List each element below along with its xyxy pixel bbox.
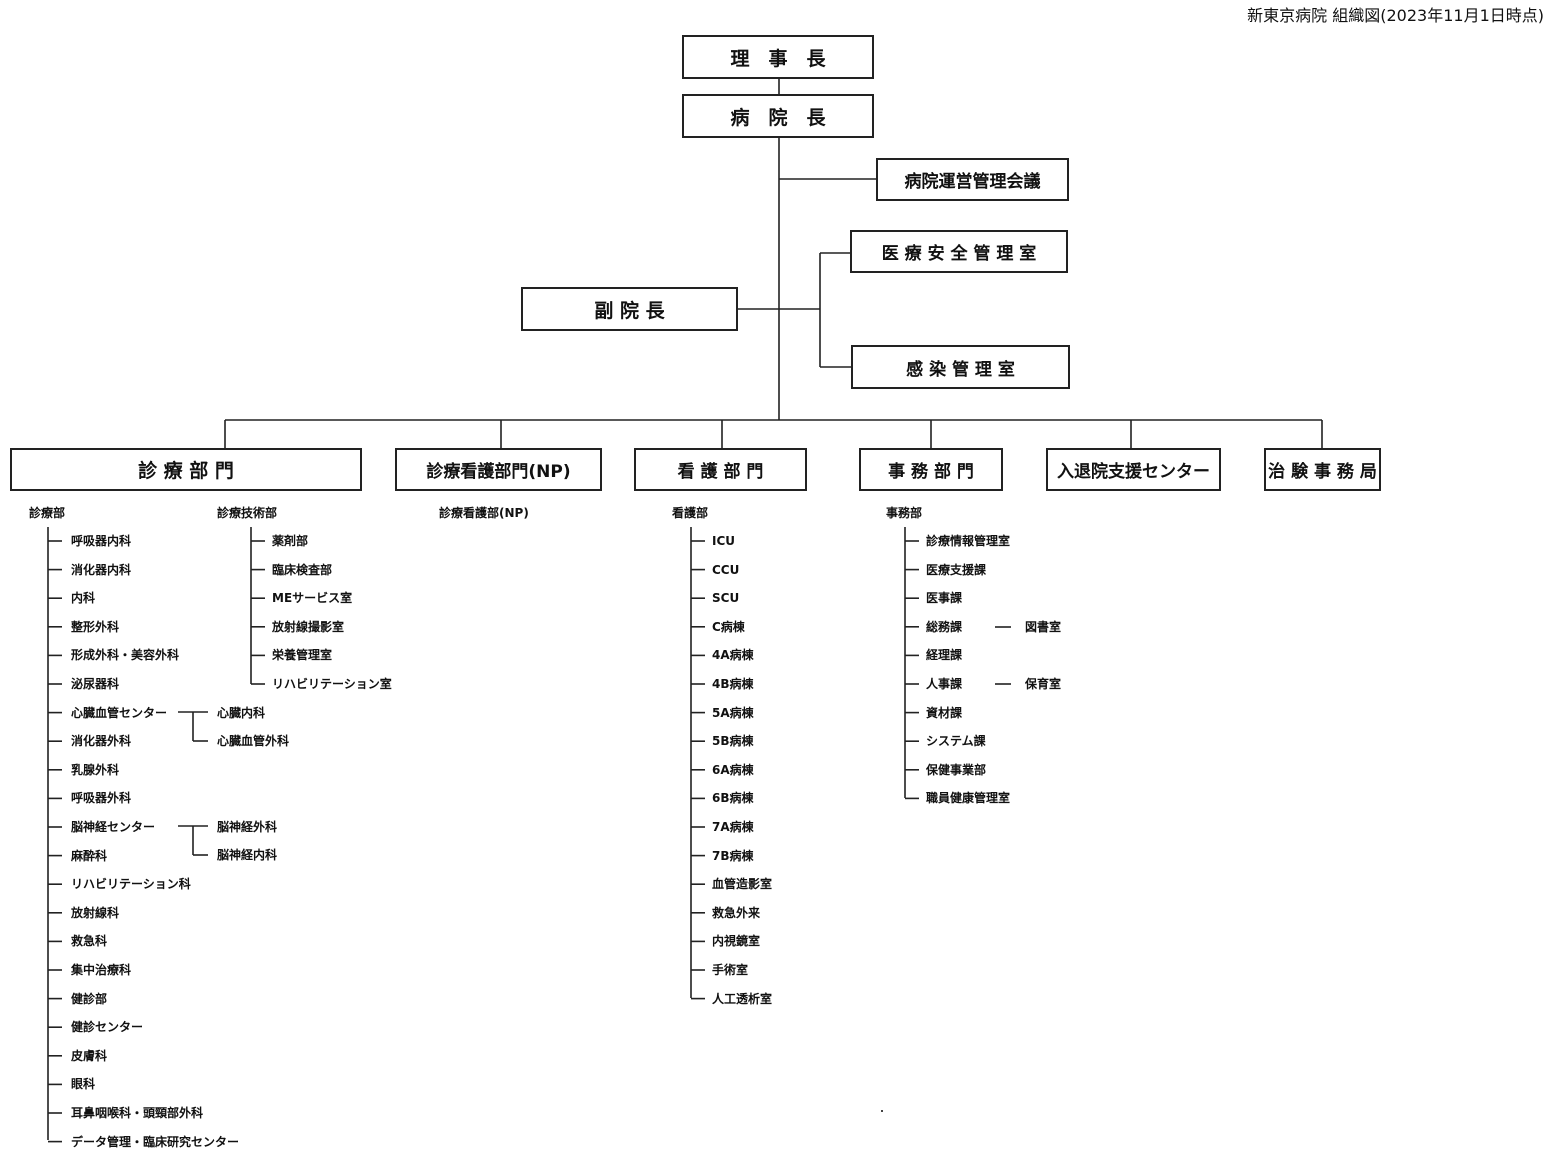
nursing-division-label: 看 護 部 門	[677, 462, 764, 482]
infection-label: 感 染 管 理 室	[906, 359, 1015, 380]
trial-office-box: 治 験 事 務 局	[1264, 448, 1381, 491]
list-item: 整形外科	[71, 619, 120, 634]
list-item: システム課	[926, 734, 986, 749]
list-item: 眼科	[71, 1077, 96, 1092]
stray-dot	[881, 1110, 883, 1112]
list-item: 7B病棟	[712, 848, 754, 863]
np-division-box: 診療看護部門(NP)	[395, 448, 602, 491]
heart-sub-item: 心臓内科	[217, 706, 266, 720]
np-heading: 診療看護部(NP)	[439, 506, 529, 520]
jimu-heading: 事務部	[886, 506, 923, 520]
list-item: データ管理・臨床研究センター	[71, 1134, 240, 1149]
list-item: 形成外科・美容外科	[71, 648, 180, 663]
safety-label: 医 療 安 全 管 理 室	[881, 244, 1037, 264]
trial-office-label: 治 験 事 務 局	[1268, 462, 1377, 482]
clinical-division-label: 診 療 部 門	[138, 460, 234, 482]
chairman-box: 理 事 長	[682, 35, 874, 79]
list-item: ICU	[712, 534, 736, 548]
list-item: 泌尿器科	[71, 677, 120, 691]
list-item: 7A病棟	[712, 820, 754, 834]
vice-director-label: 副 院 長	[594, 299, 665, 322]
list-item: 職員健康管理室	[926, 791, 1011, 806]
admission-center-box: 入退院支援センター	[1046, 448, 1221, 491]
list-item: 臨床検査部	[272, 562, 333, 577]
list-item: C病棟	[712, 619, 745, 634]
list-item: 健診部	[71, 991, 108, 1006]
list-item: 5A病棟	[712, 705, 754, 720]
list-item: 経理課	[926, 648, 963, 663]
chart-caption: 新東京病院 組織図(2023年11月1日時点)	[1247, 6, 1544, 25]
list-item: 資材課	[926, 705, 963, 720]
list-item: 集中治療科	[71, 963, 132, 977]
list-item: 内科	[71, 591, 96, 606]
list-item: 内視鏡室	[712, 934, 761, 949]
list-item: 消化器外科	[71, 734, 132, 749]
council-label: 病院運営管理会議	[904, 172, 1041, 192]
office-division-label: 事 務 部 門	[888, 462, 974, 482]
list-item: 放射線撮影室	[272, 619, 345, 634]
list-item: 救急科	[71, 934, 108, 949]
list-item: 4A病棟	[712, 648, 754, 663]
list-item: CCU	[712, 562, 740, 577]
list-item: 薬剤部	[272, 534, 309, 548]
np-division-label: 診療看護部門(NP)	[426, 462, 571, 482]
list-item: 皮膚科	[71, 1048, 108, 1063]
list-item: 保健事業部	[926, 762, 987, 777]
list-item: 総務課	[926, 619, 963, 634]
list-item: リハビリテーション室	[272, 677, 392, 691]
list-item: 医事課	[926, 591, 963, 606]
gijutsu-heading: 診療技術部	[217, 506, 278, 520]
list-item: 呼吸器内科	[71, 534, 132, 548]
admission-center-label: 入退院支援センター	[1057, 462, 1210, 482]
list-item: 健診センター	[71, 1020, 144, 1035]
list-item: 心臓血管センター	[71, 705, 168, 720]
list-item: 栄養管理室	[272, 648, 333, 663]
list-item: 脳神経センター	[71, 820, 156, 834]
safety-box: 医 療 安 全 管 理 室	[850, 230, 1068, 273]
list-item: 医療支援課	[926, 562, 987, 577]
jinji-sub-item: 保育室	[1025, 677, 1062, 691]
office-division-box: 事 務 部 門	[859, 448, 1003, 491]
heart-sub-item: 心臓血管外科	[217, 734, 290, 748]
director-label: 病 院 長	[730, 106, 826, 129]
list-item: 消化器内科	[71, 562, 132, 577]
list-item: 人工透析室	[712, 991, 773, 1006]
list-item: 呼吸器外科	[71, 791, 132, 806]
shinryo-heading: 診療部	[29, 506, 66, 520]
list-item: 4B病棟	[712, 677, 754, 691]
list-item: 6B病棟	[712, 791, 754, 806]
list-item: SCU	[712, 591, 740, 606]
list-item: 5B病棟	[712, 734, 754, 749]
vice-director-box: 副 院 長	[521, 287, 738, 331]
list-item: 血管造影室	[712, 877, 773, 892]
list-item: MEサービス室	[272, 591, 353, 606]
nursing-division-box: 看 護 部 門	[634, 448, 807, 491]
kango-heading: 看護部	[672, 506, 709, 520]
list-item: 放射線科	[71, 905, 120, 920]
list-item: 6A病棟	[712, 762, 754, 777]
list-item: リハビリテーション科	[71, 877, 191, 892]
list-item: 救急外来	[712, 905, 761, 920]
chairman-label: 理 事 長	[730, 47, 826, 70]
list-item: 人事課	[926, 677, 963, 691]
infection-box: 感 染 管 理 室	[851, 345, 1070, 389]
list-item: 麻酔科	[71, 848, 108, 863]
brain-sub-item: 脳神経外科	[217, 820, 278, 834]
somu-sub-item: 図書室	[1025, 620, 1062, 634]
clinical-division-box: 診 療 部 門	[10, 448, 362, 491]
list-item: 耳鼻咽喉科・頭頸部外科	[71, 1106, 204, 1120]
council-box: 病院運営管理会議	[876, 158, 1069, 201]
brain-sub-item: 脳神経内科	[217, 848, 278, 862]
list-item: 乳腺外科	[71, 762, 120, 777]
list-item: 手術室	[712, 963, 749, 977]
director-box: 病 院 長	[682, 94, 874, 138]
list-item: 診療情報管理室	[926, 534, 1011, 548]
